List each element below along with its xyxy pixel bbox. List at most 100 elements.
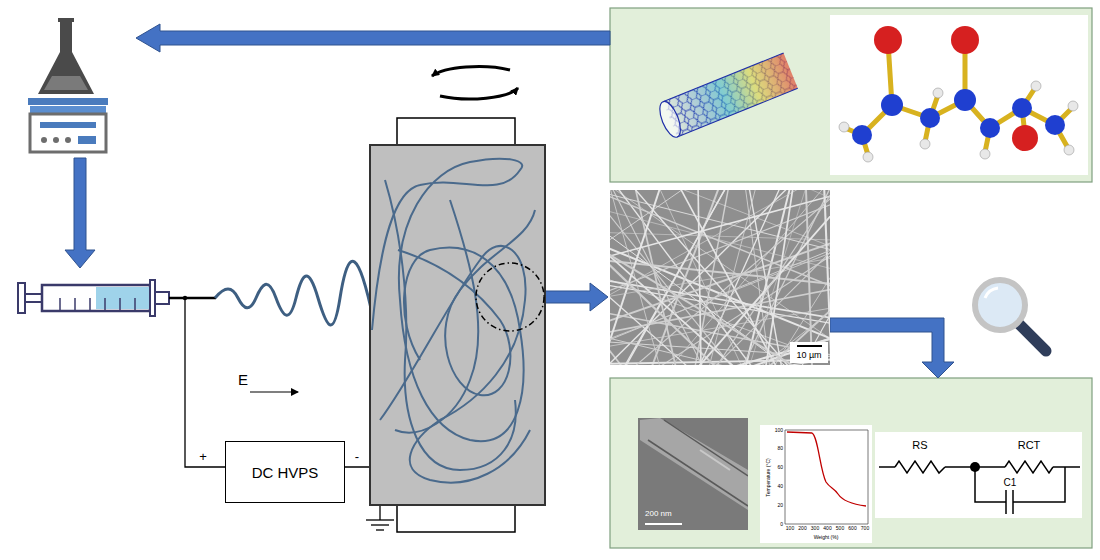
sem-image-part — [797, 345, 822, 347]
hotplate-flask-icon-part — [65, 137, 71, 143]
molecule-model-part-part — [1012, 98, 1032, 118]
molecule-model-part-part — [980, 118, 1000, 138]
polarity-sign: + — [199, 450, 207, 463]
molecule-model-part-part — [863, 152, 873, 162]
tick-label: 80 — [777, 446, 783, 451]
tem-image-part — [640, 418, 748, 510]
hotplate-flask-icon-part — [41, 137, 47, 143]
nanotube-illustration-part — [663, 53, 798, 137]
flow-arrows-part — [136, 24, 610, 52]
tick-label: 200 — [798, 526, 806, 531]
equivalent-circuit-part — [875, 432, 1082, 518]
sem-image-part-part — [722, 190, 812, 365]
molecule-model-part-part — [881, 94, 903, 116]
equivalent-circuit-part-part — [879, 466, 895, 468]
rotating-collector-part-part — [395, 200, 478, 433]
molecule-model-part-part — [1064, 145, 1074, 155]
equivalent-circuit-part — [970, 462, 980, 472]
wire-junction — [183, 296, 187, 300]
sem-image-part-part — [610, 267, 830, 365]
sem-image-part-part — [610, 190, 830, 311]
rotating-collector-part-part — [398, 210, 535, 395]
magnifier-icon-part — [985, 288, 998, 298]
field-symbol: E — [238, 372, 248, 387]
tick-label: 700 — [861, 526, 869, 531]
rotating-collector-part — [372, 159, 535, 483]
rotating-collector-part — [476, 263, 544, 331]
circuit-wires-part — [379, 505, 380, 520]
tga-chart-part — [785, 430, 868, 431]
molecule-model — [830, 15, 1088, 175]
nanotube-illustration — [656, 53, 798, 140]
syringe-icon-part — [119, 298, 121, 311]
molecule-model-part-part — [839, 122, 849, 132]
equivalent-circuit-part-part — [1005, 461, 1053, 473]
scale-bar-label: 200 nm — [645, 510, 672, 518]
sem-image-part-part — [610, 190, 691, 365]
hotplate-flask-icon — [28, 18, 108, 152]
syringe-icon-part — [89, 298, 91, 311]
tem-image-part — [638, 418, 748, 530]
tem-image-part-part — [648, 440, 748, 506]
tick-label: 400 — [823, 526, 831, 531]
molecule-model-part-part — [954, 89, 976, 111]
rotation-arrow-part — [440, 88, 518, 99]
tick-label: 40 — [777, 484, 783, 489]
circuit-wires-part — [371, 524, 389, 525]
power-supply-box: DC HVPS — [225, 441, 345, 503]
molecule-model-part-part — [951, 26, 979, 54]
tem-image-part-part — [640, 418, 748, 510]
hotplate-flask-icon-part — [28, 98, 108, 105]
molecule-model-part — [839, 81, 1078, 162]
syringe-icon-part — [155, 292, 169, 304]
tick-label: 100 — [786, 526, 794, 531]
hotplate-flask-icon-part — [40, 122, 96, 128]
rotating-collector — [370, 118, 545, 532]
tem-image-part — [645, 523, 682, 525]
molecule-model-part-part — [874, 26, 902, 54]
syringe-icon-part — [18, 283, 25, 313]
tga-chart-part — [787, 432, 866, 506]
axis-title: Weight (%) — [814, 535, 839, 540]
rotating-collector-part-part — [385, 180, 516, 470]
flow-arrows-part — [65, 158, 95, 268]
sem-image-part-part — [713, 190, 820, 365]
syringe-icon-part — [59, 298, 61, 311]
tick-label: 600 — [848, 526, 856, 531]
sem-image-part — [610, 190, 830, 365]
tem-image-part-part — [664, 420, 748, 476]
molecule-model-part-part — [1045, 115, 1065, 135]
molecule-model-part-part — [1031, 81, 1041, 91]
tick-label: 500 — [836, 526, 844, 531]
hotplate-flask-icon-part — [53, 137, 59, 143]
molecule-model-part-part — [920, 108, 940, 128]
hotplate-flask-icon-part — [38, 18, 94, 94]
molecule-model-part — [874, 26, 1038, 151]
hotplate-flask-icon-part — [78, 136, 96, 144]
component-name: C1 — [1004, 478, 1017, 488]
tick-label: 300 — [811, 526, 819, 531]
molecule-model-part-part — [920, 139, 930, 149]
hotplate-flask-icon-part — [30, 114, 106, 152]
syringe-icon-part — [96, 287, 149, 309]
component-name: RS — [912, 440, 927, 451]
equivalent-circuit-part — [879, 461, 1080, 514]
sem-image-part-part — [610, 190, 830, 328]
flow-arrows-part — [545, 283, 608, 311]
magnifier-icon-part — [975, 280, 1025, 330]
tga-chart-part — [785, 430, 786, 524]
tga-chart-part — [785, 524, 868, 525]
equivalent-circuit-part-part — [1053, 466, 1080, 468]
fiber-jet — [215, 261, 375, 343]
sem-image-part-part — [610, 192, 830, 365]
circuit-wires-part — [376, 529, 384, 530]
scale-bar-label: 10 µm — [796, 351, 821, 360]
tga-chart — [760, 425, 872, 543]
tick-label: 20 — [777, 503, 783, 508]
molecule-model-part-part — [933, 88, 943, 98]
circuit-wires-part — [366, 519, 394, 520]
flow-arrows-part — [830, 318, 954, 378]
molecule-model-part — [845, 38, 1072, 155]
